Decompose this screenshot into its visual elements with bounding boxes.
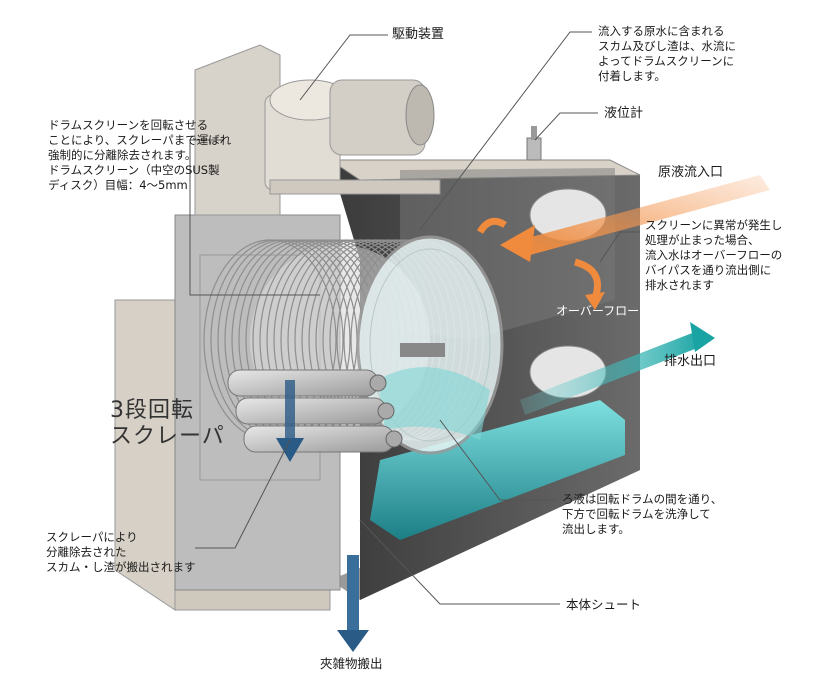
inflow-arrowhead-icon xyxy=(500,225,535,262)
label-filtrate-note: ろ液は回転ドラムの間を通り、 下方で回転ドラムを洗浄して 流出します。 xyxy=(562,492,723,536)
discharge-arrow-icon xyxy=(347,555,359,635)
label-raw-inlet: 原液流入口 xyxy=(658,165,724,180)
label-drum-note: ドラムスクリーンを回転させる ことにより、スクレーパまで運ばれ 強制的に分離除去… xyxy=(48,118,232,192)
label-scraper-note: スクレーパにより 分離除去された スカム・し渣が搬出されます xyxy=(46,530,196,574)
label-overflow: オーバーフロー xyxy=(556,304,640,318)
inflow-arrow-icon xyxy=(520,175,770,255)
level-meter xyxy=(526,126,542,161)
outlet-arrow-icon xyxy=(520,330,705,415)
label-inflow-note: 流入する原水に含まれる スカム及びし渣は、水流に よってドラムスクリーンに 付着… xyxy=(598,24,736,83)
label-discharge: 夾雑物搬出 xyxy=(320,656,383,671)
leader-lines xyxy=(189,31,640,605)
scraper-down-arrow-icon xyxy=(285,380,295,440)
scraper-rollers xyxy=(227,369,403,453)
label-scraper: 3段回転 スクレーパ xyxy=(110,398,225,449)
label-outlet: 排水出口 xyxy=(664,354,717,369)
flow-arrows xyxy=(276,175,770,652)
label-chute: 本体シュート xyxy=(566,597,642,612)
drive-unit xyxy=(194,44,441,216)
label-level-meter: 液位計 xyxy=(604,106,644,121)
curl-arrow-icon xyxy=(476,217,507,234)
water xyxy=(370,400,625,540)
label-drive-unit: 駆動装置 xyxy=(392,27,445,42)
label-overflow-note: スクリーンに異常が発生し 処理が止まった場合、 流入水はオーバーフローの バイパ… xyxy=(645,218,783,292)
